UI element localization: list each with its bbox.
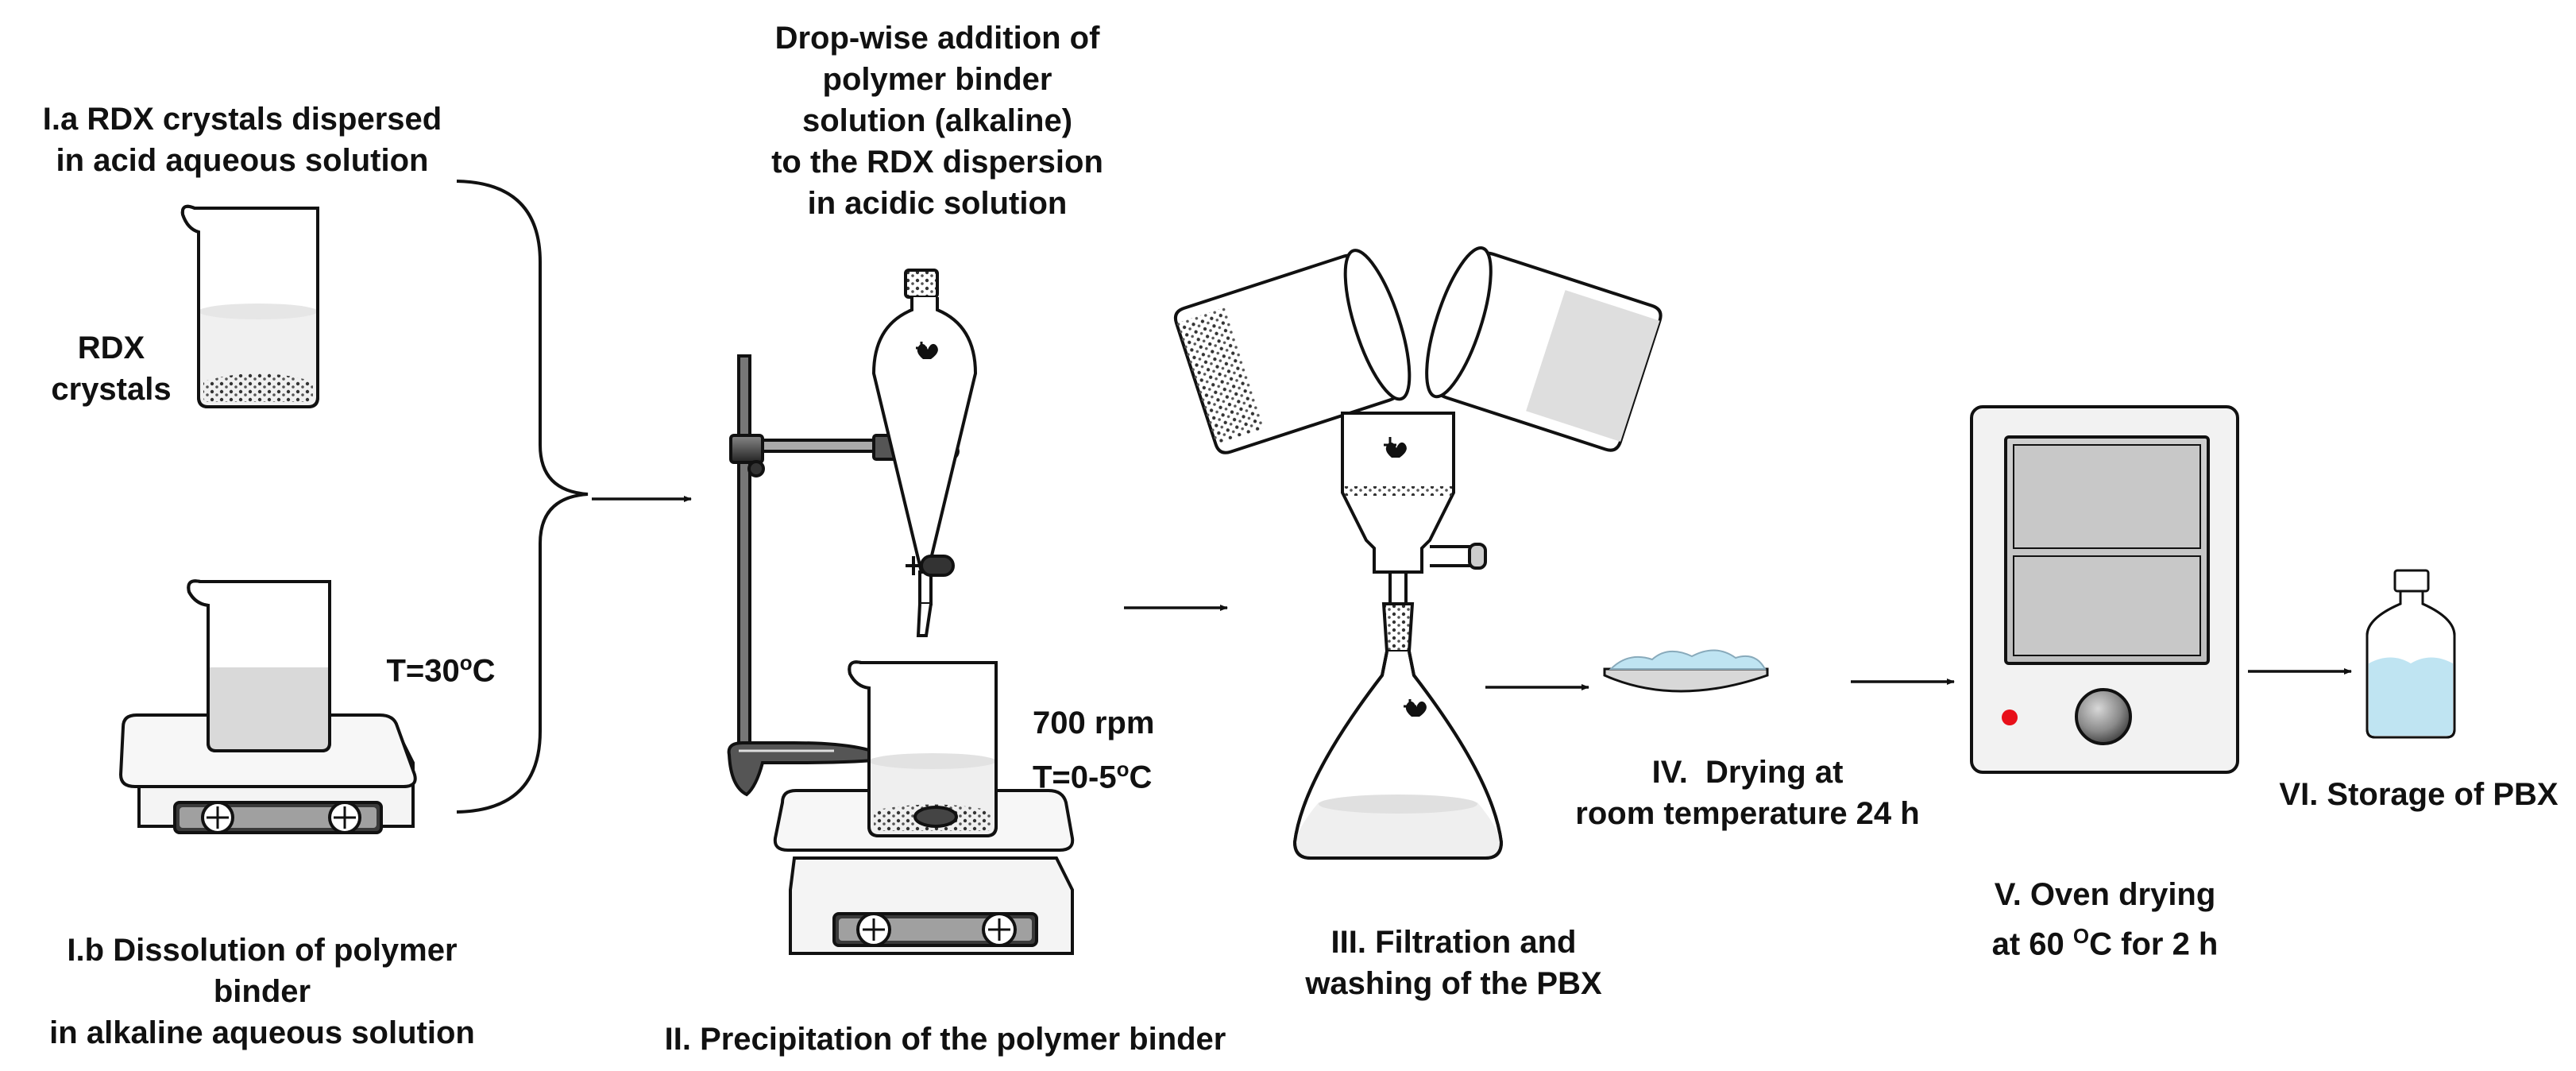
step-2-label: II. Precipitation of the polymer binder [612,1019,1279,1060]
step-5-label: V. Oven drying at 60 OC for 2 h [1954,874,2256,965]
rdx-line-1: RDX [77,331,145,365]
pouring-beaker-left [1173,249,1412,454]
step-6-label: VI. Storage of PBX [2272,774,2566,815]
temp05-degree: o [1116,757,1130,781]
step-4-line-2: room temperature 24 h [1575,796,1920,831]
step-1b-line-3: in alkaline aqueous solution [49,1015,475,1050]
filtration-flask [1292,412,1504,860]
rdx-line-2: crystals [51,372,172,407]
step-5-suffix: C for 2 h [2089,926,2219,962]
step-1a-label: I.a RDX crystals dispersed in acid aqueo… [16,99,469,181]
step-5-line-1: V. Oven drying [1994,877,2216,912]
temperature-30-label: T=30oC [369,642,512,691]
step-3-label: III. Filtration and washing of the PBX [1255,922,1652,1004]
step-6-text: VI. Storage of PBX [2279,777,2559,812]
dropwise-line-5: in acidic solution [807,186,1068,221]
temp30-prefix: T=30 [386,653,460,689]
step-5-line-2: at 60 OC for 2 h [1954,915,2256,965]
dropwise-line-2: polymer binder [822,62,1052,97]
step-5-degree: O [2072,924,2090,948]
step-3-line-2: washing of the PBX [1305,966,1602,1001]
temp05-suffix: C [1129,760,1153,795]
temperature-0-5-label: T=0-5oC [1033,748,1207,798]
temp30-degree: o [459,651,473,675]
step-1a-line-1: I.a RDX crystals dispersed [42,102,442,137]
dropwise-label: Drop-wise addition of polymer binder sol… [691,17,1184,224]
step-5-prefix: at 60 [1991,926,2073,962]
step-3-line-1: III. Filtration and [1330,925,1577,960]
step-1a-line-2: in acid aqueous solution [56,143,429,178]
step-1b-line-1: I.b Dissolution of polymer [67,933,458,968]
dropwise-line-4: to the RDX dispersion [771,145,1103,180]
dropwise-line-1: Drop-wise addition of [774,21,1100,56]
merge-brace [456,180,589,814]
hotplate-dissolution [118,713,417,834]
rdx-crystals-label: RDX crystals [48,327,175,410]
step-2-text: II. Precipitation of the polymer binder [664,1022,1226,1057]
oven [1970,405,2239,774]
stir-rate-label: 700 rpm [1033,702,1191,744]
step-1b-line-2: binder [213,974,311,1009]
step-4-label: IV. Drying at room temperature 24 h [1541,752,1954,834]
beaker-precipitation [848,660,998,837]
step-4-line-1: IV. Drying at [1651,755,1844,790]
beaker-rdx-dispersion [180,204,319,408]
temp30-suffix: C [472,653,496,689]
dropwise-line-3: solution (alkaline) [801,103,1073,138]
storage-bottle [2366,569,2456,739]
separatory-funnel [871,269,978,637]
beaker-polymer-solution [187,579,331,752]
pouring-beaker-right [1425,246,1663,452]
step-1b-label: I.b Dissolution of polymer binder in alk… [8,930,516,1054]
drying-dish [1603,649,1769,693]
rpm-text: 700 rpm [1033,706,1155,740]
temp05-prefix: T=0-5 [1033,760,1117,795]
